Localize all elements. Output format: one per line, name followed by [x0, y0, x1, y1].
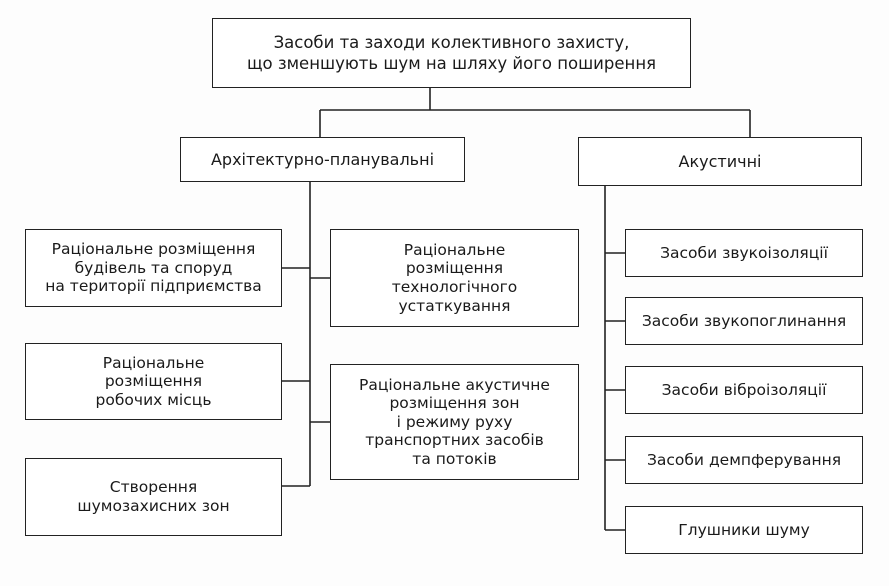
node-workplaces-placement: Раціональне розміщення робочих місць [25, 343, 282, 420]
node-sound-absorption: Засоби звукопоглинання [625, 297, 863, 345]
node-silencers: Глушники шуму [625, 506, 863, 554]
node-noise-protection-zones: Створення шумозахисних зон [25, 458, 282, 536]
node-equipment-placement: Раціональне розміщення технологічного ус… [330, 229, 579, 327]
node-vibration-isolation: Засоби віброізоляції [625, 366, 863, 414]
category-architectural: Архітектурно-планувальні [180, 137, 465, 182]
node-buildings-placement: Раціональне розміщення будівель та спору… [25, 229, 282, 307]
node-sound-insulation: Засоби звукоізоляції [625, 229, 863, 277]
root-node: Засоби та заходи колективного захисту, щ… [212, 18, 691, 88]
category-acoustic: Акустичні [578, 137, 862, 186]
node-damping: Засоби демпферування [625, 436, 863, 484]
node-acoustic-zones-transport: Раціональне акустичне розміщення зон і р… [330, 364, 579, 480]
